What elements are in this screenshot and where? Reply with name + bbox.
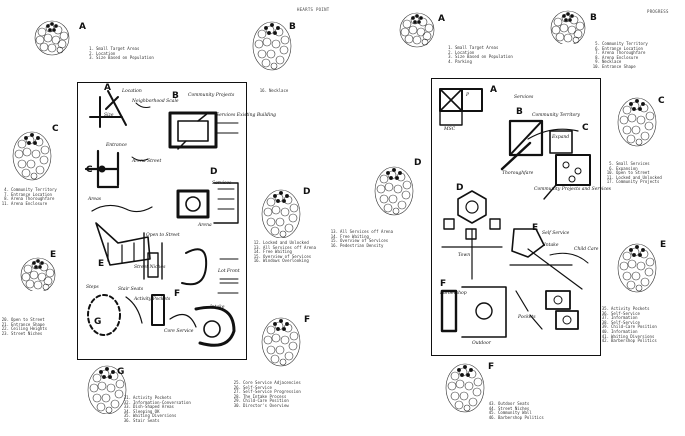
sketch-label: MSC — [444, 127, 456, 132]
tree-letter-a: A — [438, 14, 445, 24]
pattern-tree-icon — [12, 131, 52, 181]
pattern-list-g: 31.Activity Pockets 32.Information-Conve… — [123, 395, 191, 423]
sketch-label: Community Projects — [188, 93, 235, 98]
sketch-label: Intake — [544, 243, 559, 248]
right-page-header: PROGRESS — [647, 9, 669, 14]
sketch-letter-f: F — [174, 289, 181, 299]
sketch-letter-g: G — [94, 317, 102, 327]
sketch-label: Core Service — [164, 329, 194, 334]
tree-letter-d: D — [414, 158, 422, 168]
sketch-letter-e: E — [98, 259, 105, 269]
sketch-label: Neighborhood Scale — [132, 99, 179, 104]
sketch-letter-f: F — [440, 279, 447, 289]
sketch-label: Lot Front — [218, 269, 240, 274]
left-page: HEARTS POINT A 1.Small Target Areas 2.Lo… — [0, 0, 342, 436]
sketch-letter-a: A — [490, 85, 497, 95]
pattern-list-b: 16.Necklace — [259, 88, 289, 93]
sketch-label: Child Care — [574, 247, 599, 252]
sketch-letter-e: E — [532, 223, 539, 233]
pattern-list-e: 20.Open to Street 21.Entrance Shape 22.C… — [1, 317, 48, 336]
pattern-list-f: 43.Outdoor Seats 44.Street Niches 45.Com… — [488, 401, 544, 420]
sketch-label: Services — [514, 95, 534, 100]
pattern-tree-icon — [399, 12, 435, 48]
right-page: PROGRESS A 1.Small Target Areas 2.Locati… — [331, 0, 685, 436]
sketch-label: Town — [458, 253, 471, 258]
sketch-label: Thoroughfare — [502, 171, 534, 176]
sketch-label: Location — [122, 89, 142, 94]
pattern-list-f: 25.Core Service Adjacencies 26.Self-Serv… — [233, 380, 301, 408]
sketch-letter-d: D — [210, 167, 218, 177]
pattern-list-c: 5.Small Services 6.Expansion 10.Open to … — [606, 161, 662, 185]
tree-letter-e: E — [50, 250, 57, 260]
sketch-letter-d: D — [456, 183, 464, 193]
sketch-label: Community Projects and Services — [534, 187, 611, 192]
pattern-tree-icon — [445, 363, 485, 413]
sketch-letter-c: C — [86, 165, 93, 175]
sketch-label: Outdoor — [472, 341, 491, 346]
pattern-list-e: 35.Activity Pockets 36.Self-Service 37.I… — [601, 306, 657, 344]
pattern-tree-icon — [34, 20, 70, 56]
sketch-label: Arena Street — [132, 159, 162, 164]
sketch-label: Open to Street — [146, 233, 180, 238]
tree-letter-c: C — [52, 124, 59, 134]
pattern-tree-icon — [617, 243, 657, 293]
pattern-list-a: 1.Small Target Areas 2.Location 3.Size B… — [89, 46, 154, 61]
pattern-list-c: 4.Community Territory 7.Entrance Locatio… — [1, 187, 57, 206]
left-page-header: HEARTS POINT — [297, 7, 330, 12]
sketch-label: Community Territory — [532, 113, 580, 118]
sketch-letter-b: B — [172, 91, 179, 101]
tree-letter-f: F — [488, 362, 495, 372]
sketch-letter-b: B — [516, 107, 523, 117]
sketch-label: Street Niches — [134, 265, 166, 270]
sketch-label: Expand — [552, 135, 570, 140]
sketch-label: Pockets — [518, 315, 536, 320]
tree-letter-f: F — [304, 315, 311, 325]
pattern-tree-icon — [550, 10, 586, 44]
tree-letter-b: B — [289, 22, 296, 32]
pattern-list-b: 5.Community Territory 6.Entrance Locatio… — [592, 41, 648, 69]
sketch-label: P — [466, 93, 470, 98]
design-sketch-panel: A B C D E F G Location Size Neighborhood… — [77, 82, 276, 360]
sketch-letter-c: C — [582, 123, 589, 133]
pattern-tree-icon — [374, 166, 414, 216]
sketch-label: Intake — [210, 305, 225, 310]
tree-letter-b: B — [590, 13, 597, 23]
sketch-label: Services — [212, 181, 232, 186]
tree-letter-g: G — [117, 367, 125, 377]
pattern-tree-icon — [261, 189, 301, 238]
pattern-list-d: 12.Locked and Unlocked 13.All Services o… — [253, 240, 316, 264]
design-sketch-panel: A B C D E F P MSC Services Community Ter… — [431, 78, 611, 356]
pattern-tree-icon — [261, 317, 301, 367]
sketch-label: Barbershop — [440, 291, 467, 296]
sketch-label: Activity Pockets — [134, 297, 171, 302]
sketch-label: Steps — [86, 285, 99, 290]
sketch-label: Entrance — [106, 143, 127, 148]
sketch-label: Arena — [198, 223, 212, 228]
sketch-label: Stair Seats — [118, 287, 144, 292]
sketch-letter-a: A — [104, 83, 111, 93]
tree-letter-a: A — [79, 22, 86, 32]
tree-letter-d: D — [303, 187, 311, 197]
sketch-label: Areas — [88, 197, 102, 202]
sketch-label: Services Existing Building — [216, 113, 277, 118]
sketch-drawing — [439, 88, 591, 338]
pattern-list-a: 1.Small Target Areas 2.Location 3.Size B… — [448, 45, 513, 64]
sketch-drawing — [84, 90, 239, 347]
tree-letter-e: E — [660, 240, 667, 250]
pattern-list-d: 13.All Services off Arena 14.Free Waitin… — [330, 229, 393, 248]
sketch-label: Self Service — [542, 231, 570, 236]
pattern-tree-icon — [20, 257, 56, 291]
pattern-tree-icon — [617, 97, 657, 147]
sketch-label: Size — [104, 113, 114, 118]
tree-letter-c: C — [658, 96, 665, 106]
